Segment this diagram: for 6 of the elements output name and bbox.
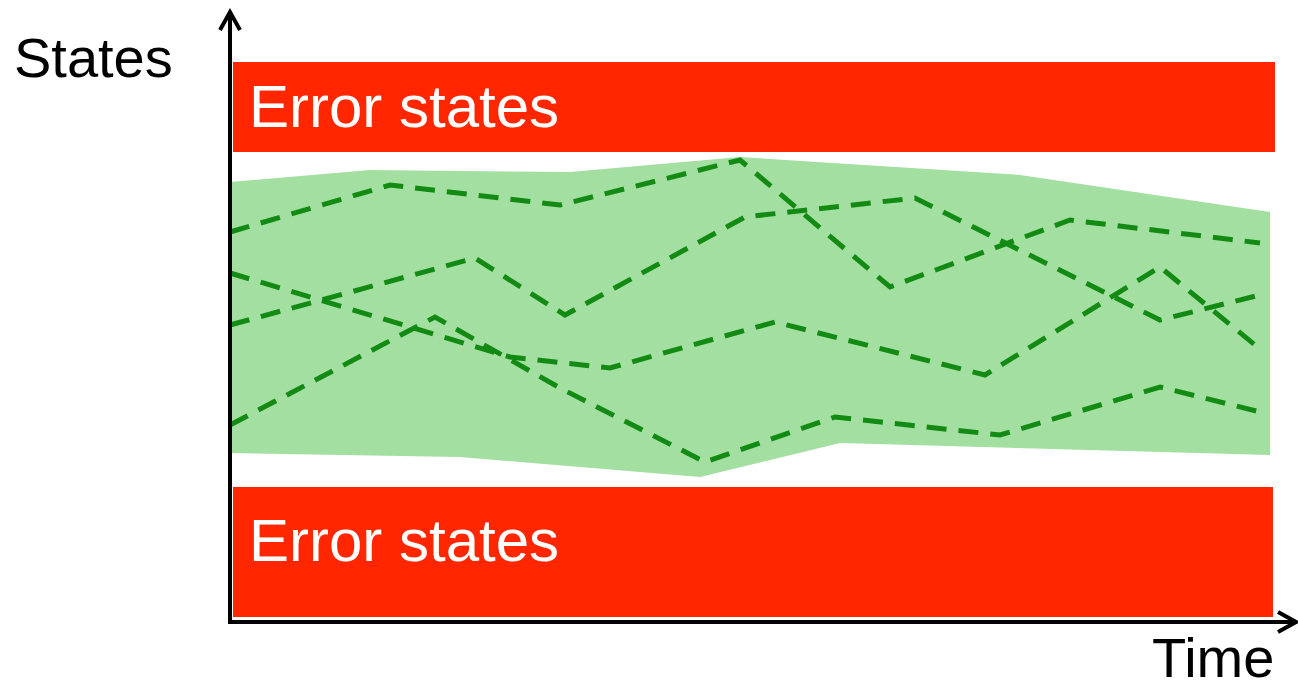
region-label: Error states	[249, 511, 560, 571]
error-region	[233, 62, 1275, 152]
error-region	[233, 487, 1273, 617]
axis-label: States	[14, 30, 173, 86]
axis-label: Time	[1152, 630, 1275, 686]
region-label: Error states	[249, 77, 560, 137]
